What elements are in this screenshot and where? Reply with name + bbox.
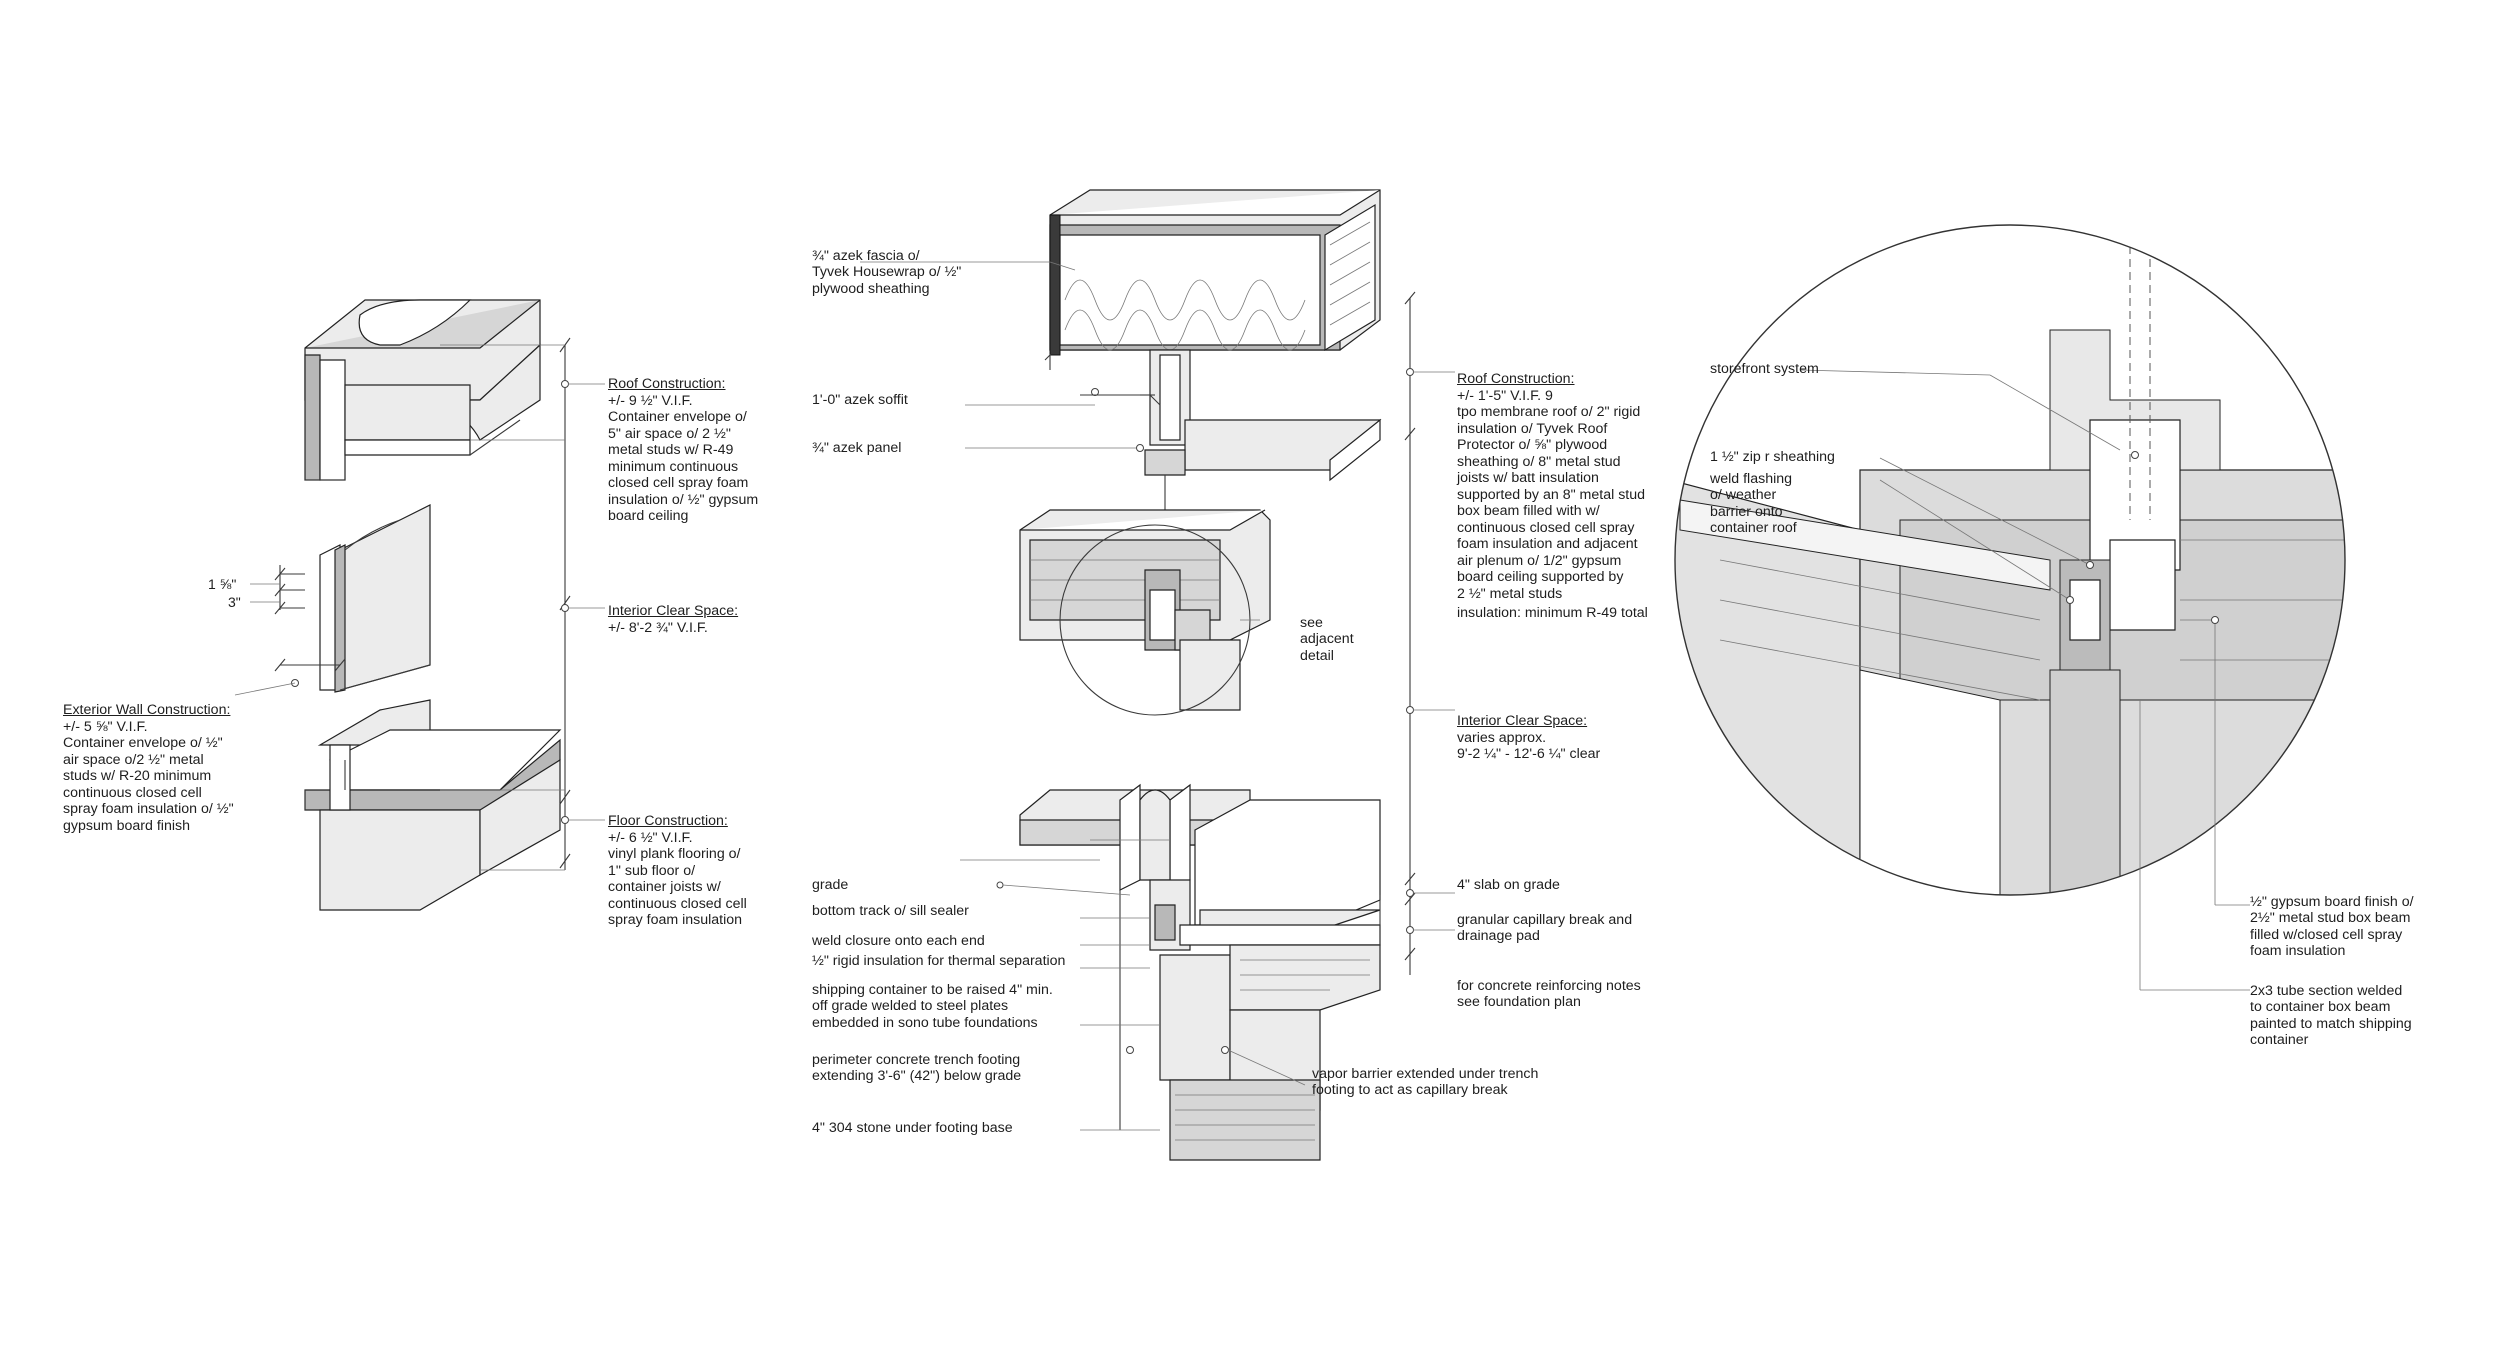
center-interior-clear-note: Interior Clear Space:varies approx. 9'-2… (1457, 697, 1600, 763)
left-exterior-heading: Exterior Wall Construction: (63, 702, 231, 719)
center-trench-footing-note: perimeter concrete trench footing extend… (812, 1052, 1022, 1085)
center-stone-note: 4" 304 stone under footing base (812, 1120, 1013, 1136)
left-interior-heading: Interior Clear Space: (608, 603, 739, 620)
center-bottom-leaders (960, 291, 1455, 1131)
right-weld-flashing-note: weld flashing o/ weather barrier onto co… (1710, 471, 1797, 537)
center-capillary-note: granular capillary break and drainage pa… (1457, 912, 1633, 945)
center-interior-heading: Interior Clear Space: (1457, 713, 1588, 730)
center-fascia-note: ¾" azek fascia o/ Tyvek Housewrap o/ ½" … (812, 248, 962, 297)
center-foundation-assembly (1019, 783, 1381, 1161)
center-bottom-track-note: bottom track o/ sill sealer (812, 903, 969, 919)
left-floor-construction-note: Floor Construction:+/- 6 ½" V.I.F. vinyl… (608, 797, 747, 929)
left-wall-assembly (319, 504, 431, 693)
left-roof-construction-note: Roof Construction:+/- 9 ½" V.I.F. Contai… (608, 360, 758, 525)
left-exterior-wall-note: Exterior Wall Construction:+/- 5 ⅝" V.I.… (63, 686, 234, 834)
center-interior-body: varies approx. 9'-2 ¼" - 12'-6 ¼" clear (1457, 729, 1601, 763)
center-grade-note: grade (812, 877, 849, 893)
left-roof-body: +/- 9 ½" V.I.F. Container envelope o/ 5"… (608, 392, 759, 525)
center-see-adjacent-note: see adjacent detail (1300, 615, 1354, 664)
right-tube-note: 2x3 tube section welded to container box… (2250, 983, 2412, 1049)
right-zoom-circle (1674, 224, 2346, 896)
right-gypsum-note: ½" gypsum board finish o/ 2½" metal stud… (2250, 894, 2414, 960)
left-exterior-body: +/- 5 ⅝" V.I.F. Container envelope o/ ½"… (63, 718, 234, 834)
center-roof-heading: Roof Construction: (1457, 371, 1575, 388)
left-dim-1: 1 ⅝" (208, 576, 237, 592)
center-slab-note: 4" slab on grade (1457, 877, 1560, 893)
center-roof-assembly (1049, 189, 1382, 560)
left-floor-assembly (304, 699, 562, 911)
left-floor-body: +/- 6 ½" V.I.F. vinyl plank flooring o/ … (608, 829, 747, 929)
center-panel-note: ¾" azek panel (812, 440, 902, 456)
center-roof-body: +/- 1'-5" V.I.F. 9 tpo membrane roof o/ … (1457, 387, 1646, 602)
center-soffit-note: 1'-0" azek soffit (812, 392, 908, 408)
center-wall-assembly (1019, 509, 1271, 716)
center-reinforcing-note: for concrete reinforcing notes see found… (1457, 978, 1641, 1011)
center-shipping-container-note: shipping container to be raised 4" min. … (812, 982, 1053, 1031)
right-leaders (1799, 369, 2250, 991)
center-roof-construction-note: Roof Construction:+/- 1'-5" V.I.F. 9 tpo… (1457, 355, 1645, 602)
center-insulation-note: insulation: minimum R-49 total (1457, 605, 1648, 621)
left-leaders (234, 337, 605, 871)
center-weld-closure-note: weld closure onto each end (812, 933, 985, 949)
left-dim-2: 3" (228, 594, 241, 610)
center-rigid-insulation-note: ½" rigid insulation for thermal separati… (812, 953, 1066, 969)
left-interior-body: +/- 8'-2 ¾" V.I.F. (608, 619, 708, 636)
left-interior-clear-note: Interior Clear Space:+/- 8'-2 ¾" V.I.F. (608, 587, 738, 636)
center-vapor-barrier-note: vapor barrier extended under trench foot… (1312, 1066, 1539, 1099)
center-top-leaders (860, 261, 1260, 621)
left-roof-assembly (304, 299, 541, 481)
left-roof-heading: Roof Construction: (608, 376, 726, 393)
right-zip-note: 1 ½" zip r sheathing (1710, 449, 1835, 465)
left-floor-heading: Floor Construction: (608, 813, 728, 830)
right-storefront-note: storefront system (1710, 361, 1819, 377)
